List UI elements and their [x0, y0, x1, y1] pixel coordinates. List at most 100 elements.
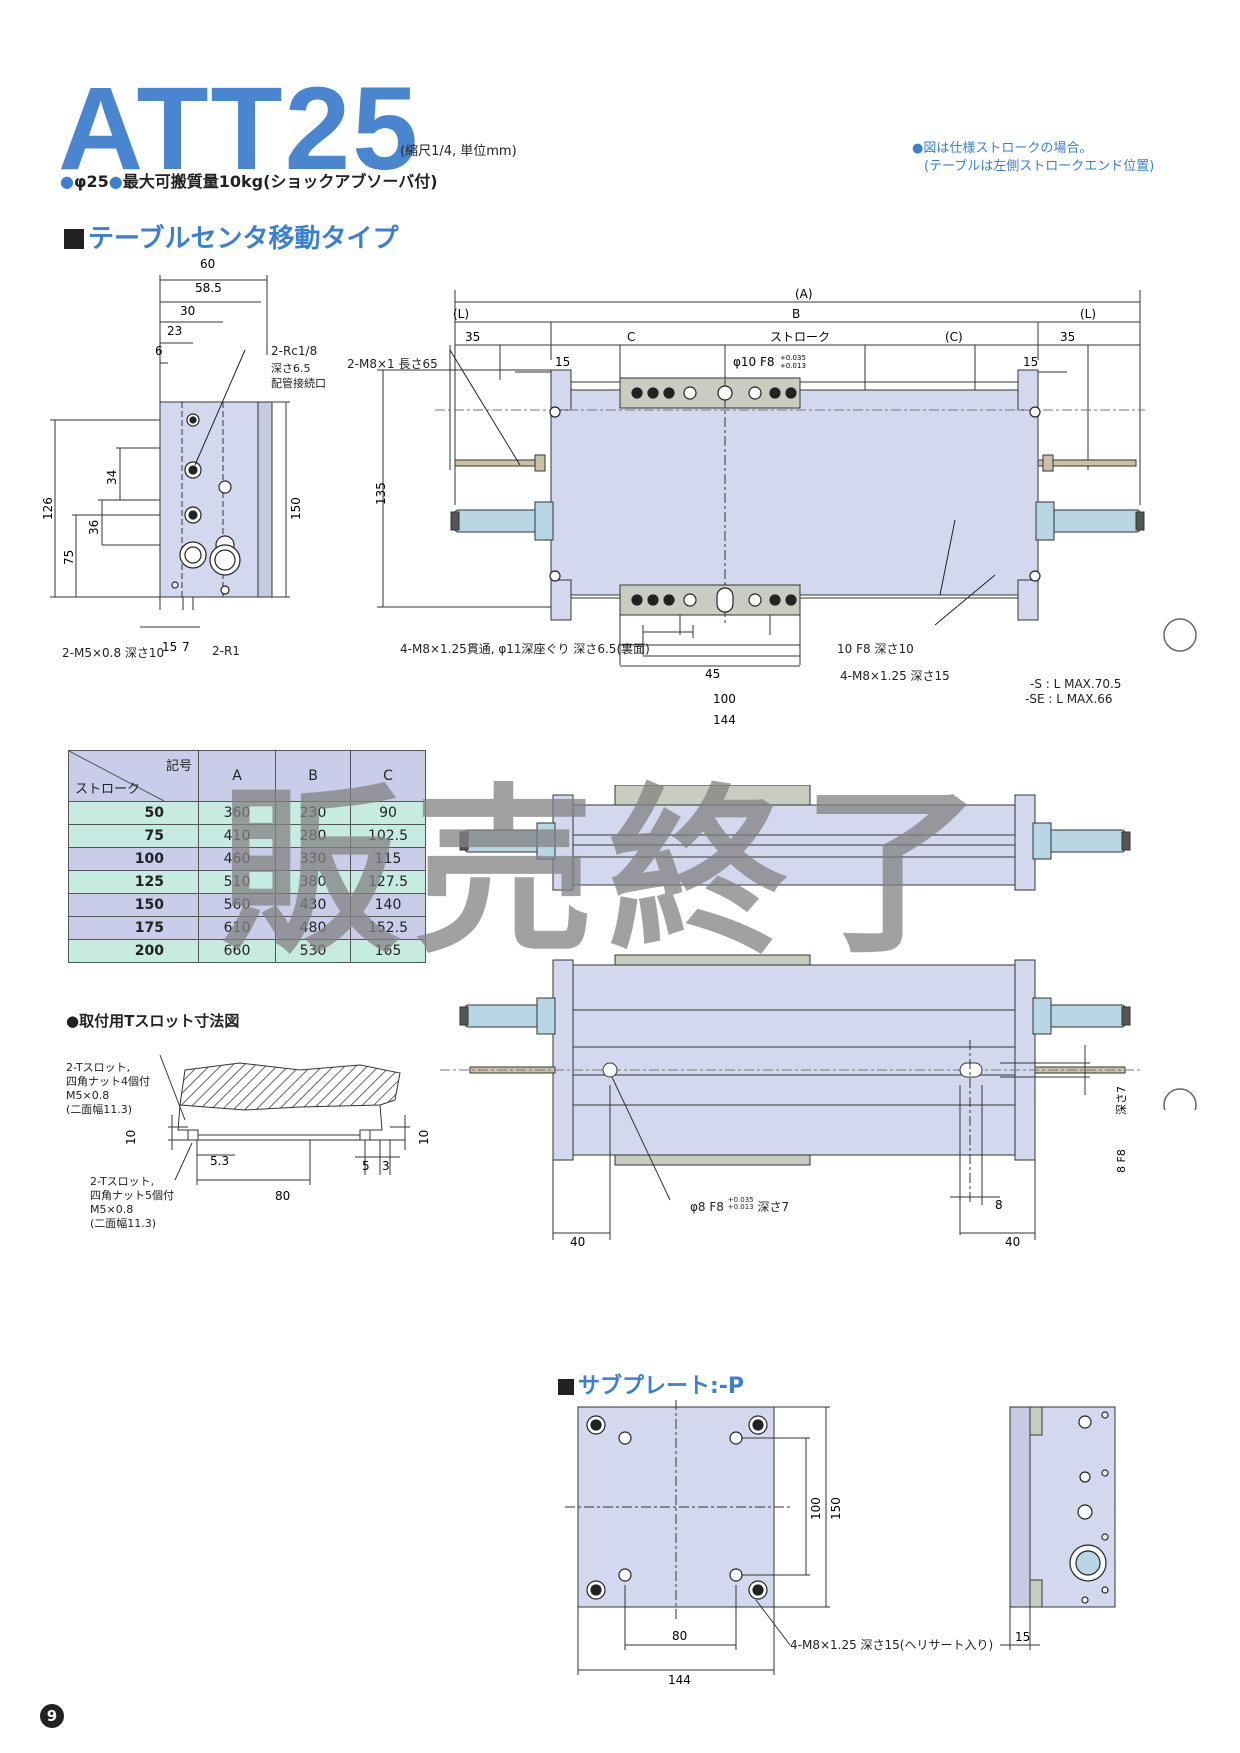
dim-15: 15 — [162, 640, 177, 654]
dim-stroke: ストローク — [770, 330, 830, 344]
side-view-drawing: 60 58.5 30 23 6 126 75 36 34 150 15 7 — [41, 257, 303, 654]
dim-150: 150 — [829, 1497, 843, 1520]
dim-100: 100 — [713, 692, 736, 706]
cell-C: 90 — [350, 801, 426, 825]
cell-B: 330 — [275, 847, 351, 871]
tslot-top-line: (二面幅11.3) — [66, 1103, 133, 1116]
dim-15-left: 15 — [555, 355, 570, 369]
m8-length-label: 2-M8×1 長さ65 — [347, 357, 438, 371]
dim-60: 60 — [200, 257, 215, 271]
dim-C: C — [627, 330, 635, 344]
dim-10-left: 10 — [124, 1130, 138, 1145]
cell-C: 140 — [350, 893, 426, 917]
stroke-cell: 50 — [68, 801, 199, 825]
shock-s-label: -S : L MAX.70.5 — [1030, 677, 1122, 691]
tslot-bottom-line: (二面幅11.3) — [90, 1217, 157, 1230]
dim-B: B — [792, 307, 800, 321]
m8-depth15-label: 4-M8×1.25 深さ15 — [840, 669, 950, 683]
cell-A: 560 — [198, 893, 276, 917]
column-header-C: C — [350, 750, 426, 802]
r1-label: 2-R1 — [212, 644, 240, 658]
tslot-top-line: M5×0.8 — [66, 1089, 110, 1102]
rc-port-desc: 配管接続口 — [271, 377, 326, 390]
cell-C: 127.5 — [350, 870, 426, 894]
dim-3: 3 — [382, 1159, 390, 1173]
dim-15: 15 — [1015, 1630, 1030, 1644]
table-corner-cell: 記号 ストローク — [68, 750, 199, 802]
dim-144: 144 — [713, 713, 736, 727]
note-line: ●図は仕様ストロークの場合。 — [912, 141, 1093, 156]
stroke-note: ●図は仕様ストロークの場合。 (テーブルは左側ストロークエンド位置) — [912, 140, 1154, 176]
bore-size: φ25 — [73, 172, 109, 191]
cell-C: 152.5 — [350, 916, 426, 940]
stroke-cell: 150 — [68, 893, 199, 917]
dim-100: 100 — [809, 1497, 823, 1520]
dim-80: 80 — [275, 1189, 290, 1203]
subplate-drawing: 100 150 80 144 15 — [565, 1400, 1116, 1687]
dim-34: 34 — [105, 470, 119, 485]
dim-15-right: 15 — [1023, 355, 1038, 369]
tslot-top-line: 四角ナット4個付 — [66, 1075, 150, 1088]
tslot-top-label: 2-Tスロット, 四角ナット4個付 M5×0.8 (二面幅11.3) — [66, 1061, 150, 1117]
tslot-bottom-line: 四角ナット5個付 — [90, 1189, 174, 1202]
bullet: ● — [60, 172, 74, 191]
stroke-cell: 100 — [68, 847, 199, 871]
dim-23: 23 — [167, 324, 182, 338]
cell-C: 102.5 — [350, 824, 426, 848]
depth7-text: 深さ7 — [757, 1200, 790, 1214]
diagonal-line — [69, 751, 164, 801]
header-stroke: ストローク — [75, 782, 141, 797]
dim-C-paren: (C) — [945, 330, 963, 344]
dim-10-right: 10 — [417, 1130, 431, 1145]
payload-text: 最大可搬質量10kg(ショックアブソーバ付) — [122, 172, 438, 191]
slot-depth-label: 深さ7 — [1115, 1086, 1128, 1115]
dim-36: 36 — [87, 520, 101, 535]
cell-A: 460 — [198, 847, 276, 871]
hole-phi8-label: φ8 F8 +0.035+0.013 深さ7 — [690, 1197, 789, 1215]
cell-C: 115 — [350, 847, 426, 871]
square-bullet-icon — [64, 229, 84, 249]
dim-135: 135 — [374, 482, 388, 505]
model-title: ATT25 — [58, 63, 420, 195]
subplate-tap-label: 4-M8×1.25 深さ15(ヘリサート入り) — [790, 1638, 994, 1652]
section-title-subplate: サブプレート:-P — [558, 1368, 744, 1400]
side-bottom-view-drawing: 40 8 40 8 F8 深さ7 — [440, 785, 1140, 1249]
spec-subtitle: ●φ25●最大可搬質量10kg(ショックアブソーバ付) — [60, 168, 438, 192]
dim-8: 8 — [995, 1198, 1003, 1212]
dim-35-right: 35 — [1060, 330, 1075, 344]
tslot-bottom-line: 2-Tスロット, — [90, 1175, 155, 1188]
tol-lower: +0.013 — [780, 362, 806, 370]
tslot-bottom-line: M5×0.8 — [90, 1203, 134, 1216]
bullet: ● — [108, 172, 123, 191]
cell-A: 610 — [198, 916, 276, 940]
rc-depth-label: 深さ6.5 — [271, 362, 311, 375]
dim-L-right: (L) — [1080, 307, 1096, 321]
column-header-A: A — [198, 750, 276, 802]
tol-upper: +0.035 — [780, 354, 806, 362]
depth10-text: 深さ10 — [874, 642, 914, 656]
dim-30: 30 — [180, 304, 195, 318]
hole-phi10-label: φ10 F8 — [733, 355, 775, 369]
hole-10f8-label: 10 F8 深さ10 — [837, 640, 914, 657]
stroke-cell: 75 — [68, 824, 199, 848]
dim-150: 150 — [289, 497, 303, 520]
shock-se-label: -SE : L MAX.66 — [1025, 692, 1113, 706]
tslot-title: ●取付用Tスロット寸法図 — [66, 1012, 240, 1030]
column-header-B: B — [275, 750, 351, 802]
stroke-cell: 175 — [68, 916, 199, 940]
section-title-text: テーブルセンタ移動タイプ — [88, 224, 399, 254]
discontinued-watermark: 販売終了 — [220, 769, 997, 978]
binder-holes — [1163, 618, 1197, 1110]
square-bullet-icon — [558, 1379, 574, 1395]
cell-B: 530 — [275, 939, 351, 963]
cell-A: 410 — [198, 824, 276, 848]
cell-C: 165 — [350, 939, 426, 963]
dim-45: 45 — [705, 667, 720, 681]
binder-hole-icon — [1163, 618, 1197, 652]
cell-B: 430 — [275, 893, 351, 917]
